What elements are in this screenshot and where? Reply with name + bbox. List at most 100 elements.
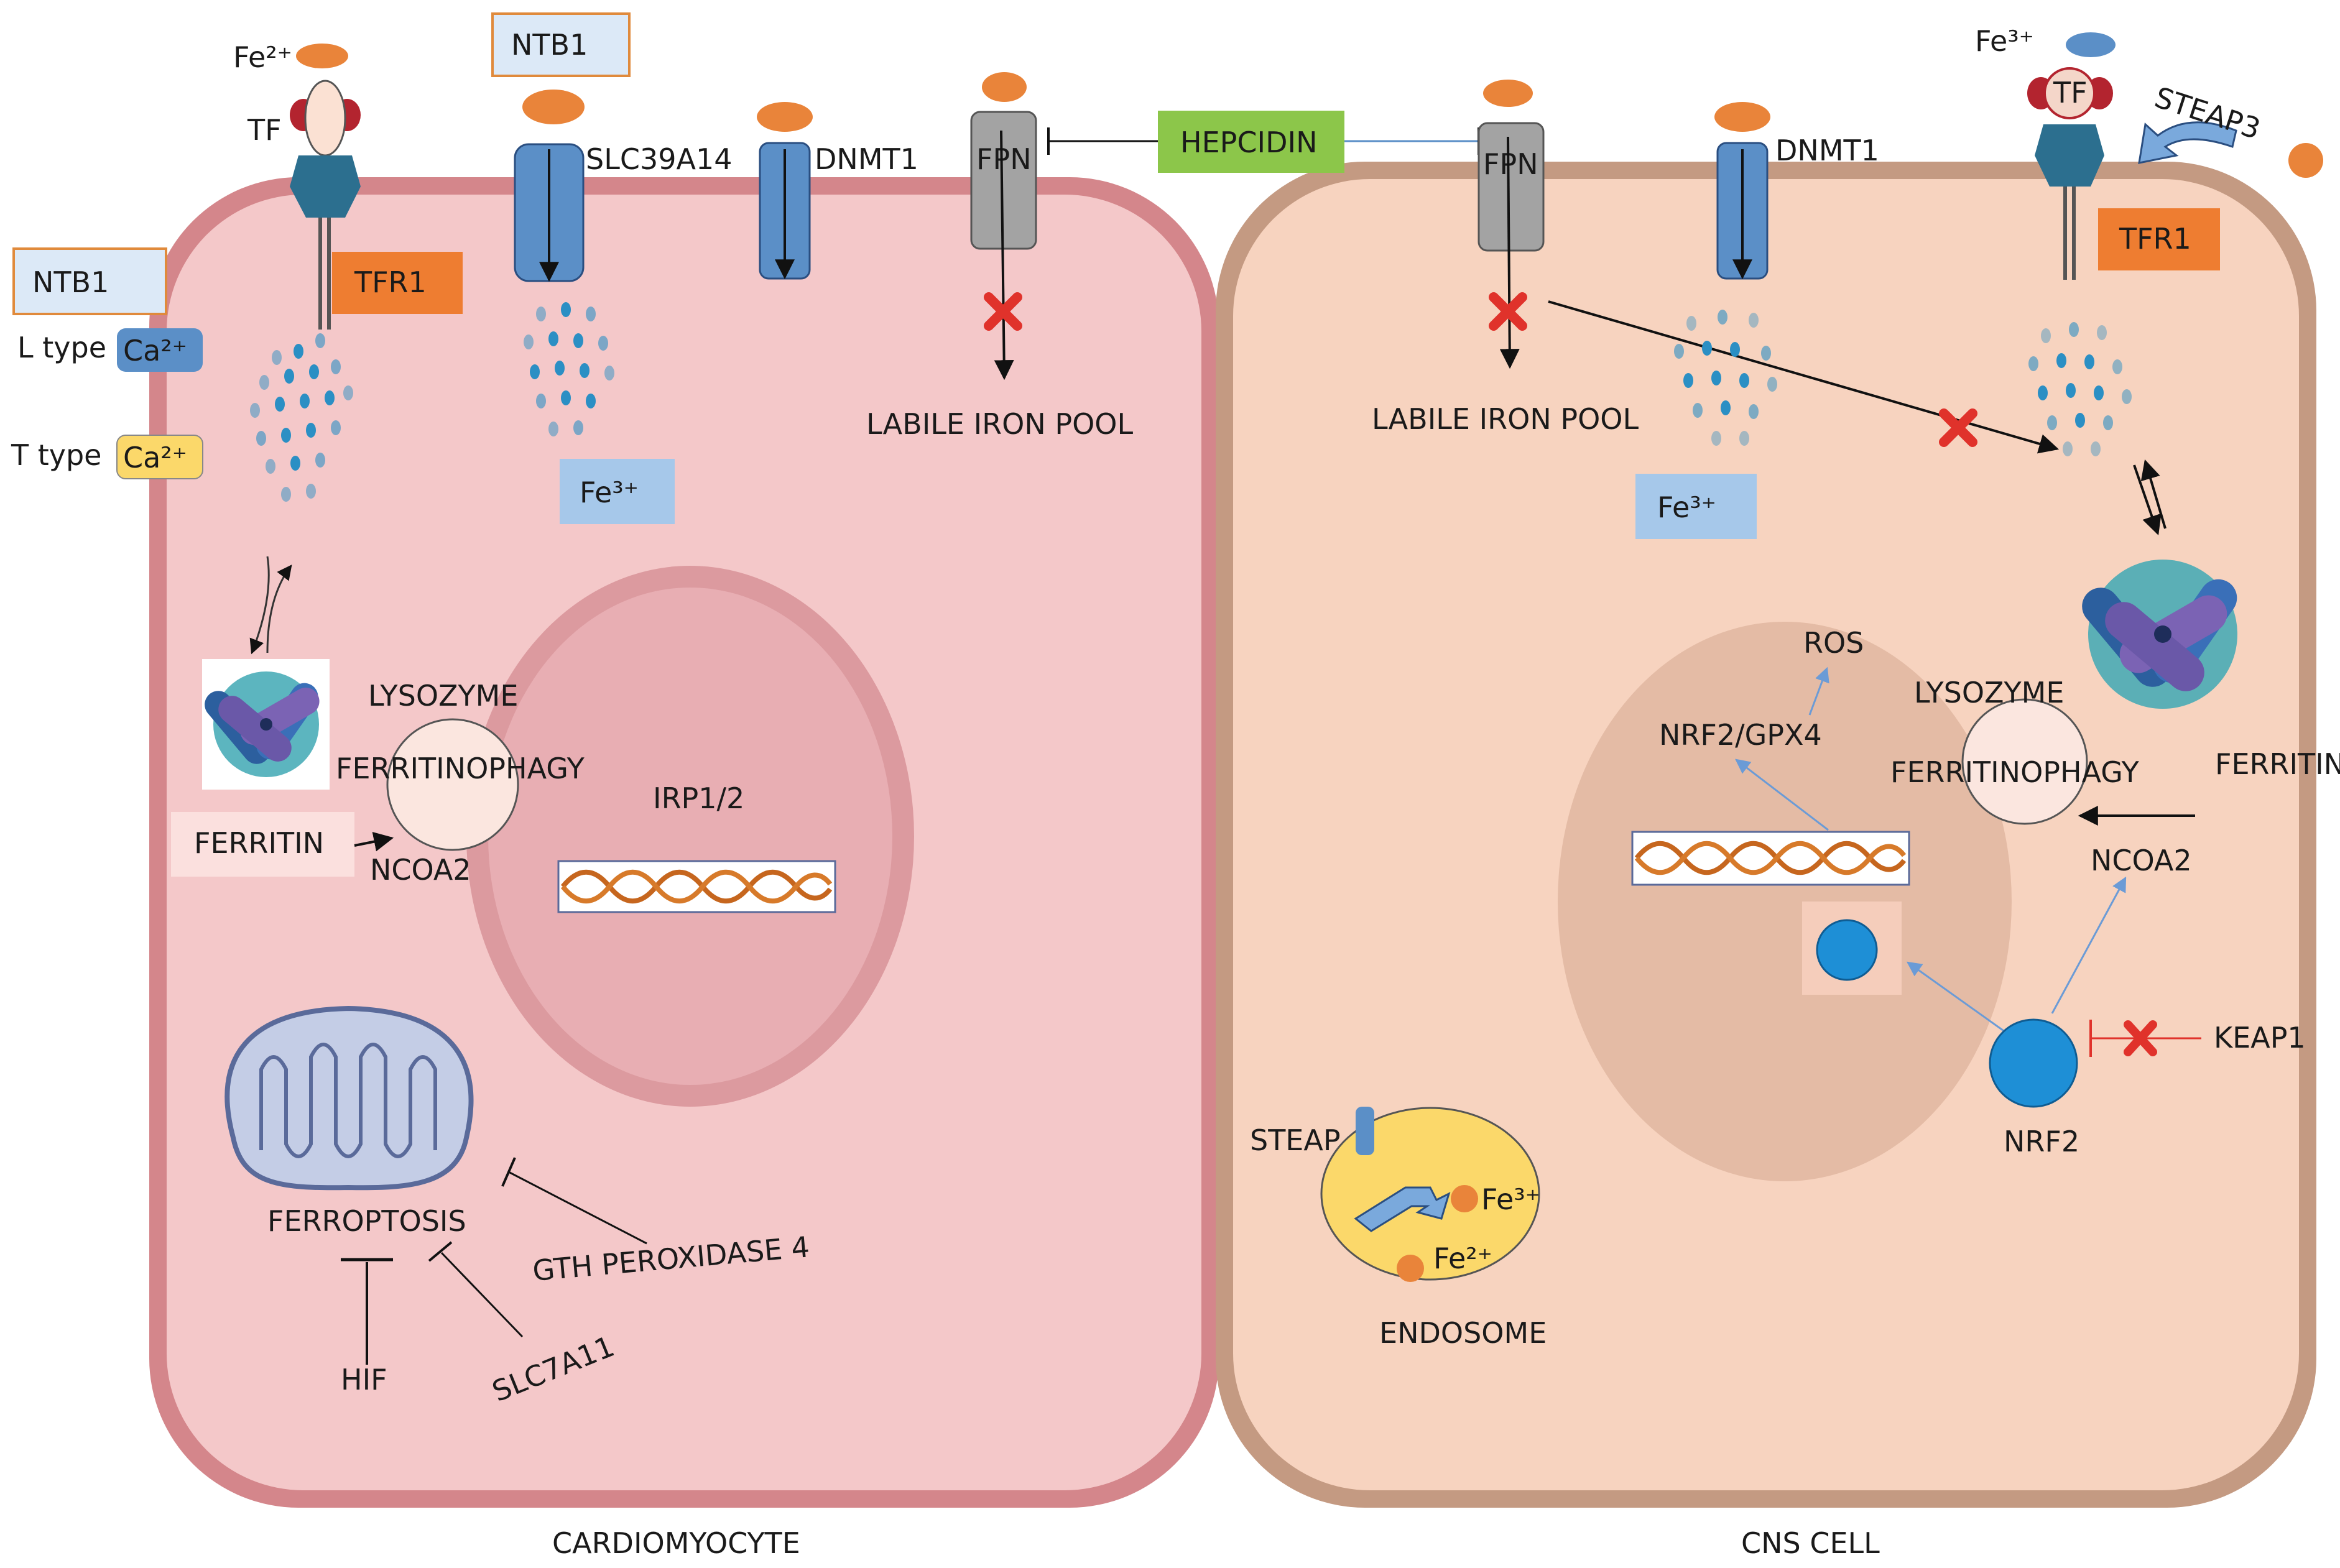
ca-t-channel bbox=[116, 435, 203, 479]
labile-to-pool-arrow bbox=[1548, 300, 2060, 454]
hepcidin-label: HEPCIDIN bbox=[1180, 126, 1317, 159]
ntb1-box bbox=[491, 12, 631, 77]
block-x-icon bbox=[984, 292, 1022, 331]
endocytosis-arrow-return bbox=[266, 565, 292, 653]
dna-box-right bbox=[1631, 831, 1910, 886]
tfr1-box bbox=[332, 252, 463, 314]
fpn-right: FPN LABILE IRON POOL bbox=[1372, 80, 2060, 454]
fe2-endo-label: Fe²⁺ bbox=[1433, 1242, 1492, 1275]
steap-label: STEAP bbox=[1250, 1123, 1341, 1157]
tfr1-receptor-right: Fe³⁺ TF TFR1 STEAP3 bbox=[1975, 24, 2323, 280]
iron-ion bbox=[982, 72, 1027, 102]
slc39a14-channel: SLC39A14 bbox=[514, 90, 732, 282]
dna-box-left bbox=[557, 860, 836, 913]
iron-ion bbox=[757, 102, 813, 132]
fe3-endo-label: Fe³⁺ bbox=[1481, 1183, 1540, 1216]
lysozyme-left-label: LYSOZYME bbox=[368, 679, 518, 713]
tf-right-label: TF bbox=[2053, 76, 2088, 109]
ros-label: ROS bbox=[1803, 626, 1864, 660]
irp-label: IRP1/2 bbox=[653, 782, 744, 815]
ncoa2-left-label: NCOA2 bbox=[370, 853, 471, 887]
ferritin-complex-left bbox=[202, 659, 330, 790]
slc39a14-label: SLC39A14 bbox=[586, 142, 732, 176]
ntb1-top: NTB1 bbox=[491, 12, 631, 77]
nrf2-pathway: ROS NRF2/GPX4 NRF2 KEAP1 bbox=[1631, 626, 2306, 1158]
tf-protein-right bbox=[2043, 67, 2096, 119]
labile-pool-right-label: LABILE IRON POOL bbox=[1372, 402, 1639, 436]
nrf2-label: NRF2 bbox=[2004, 1125, 2079, 1158]
steap-arrow bbox=[1354, 1186, 1451, 1232]
hepcidin-box bbox=[1158, 111, 1344, 173]
calcium-channels: NTB1 L type Ca²⁺ T type Ca²⁺ bbox=[11, 247, 203, 479]
steap-channel bbox=[1356, 1107, 1374, 1155]
ferritinophagy-right: LYSOZYME FERRITINOPHAGY NCOA2 bbox=[1890, 676, 2195, 877]
fpn-right-body bbox=[1478, 122, 1545, 252]
ferritin-right-label: FERRITIN bbox=[2215, 747, 2340, 781]
nrf2-icon bbox=[1989, 1018, 2078, 1108]
ca-t-label: Ca²⁺ bbox=[123, 441, 187, 474]
keap1-label: KEAP1 bbox=[2214, 1021, 2306, 1054]
iron-ion bbox=[522, 90, 585, 124]
ntb1-label: NTB1 bbox=[511, 28, 588, 62]
tfr1-right-box bbox=[2098, 208, 2220, 270]
ferroptosis-label: FERROPTOSIS bbox=[267, 1204, 466, 1238]
cardiomyocyte-label: CARDIOMYOCYTE bbox=[552, 1526, 800, 1560]
hif-label: HIF bbox=[341, 1363, 387, 1396]
fe3-top-label: Fe³⁺ bbox=[1975, 24, 2034, 58]
ncoa2-right-label: NCOA2 bbox=[2091, 844, 2192, 877]
block-x-icon bbox=[1939, 408, 1977, 447]
fe3-box-right-label: Fe³⁺ bbox=[1657, 491, 1716, 524]
block-x-icon bbox=[2124, 1020, 2157, 1056]
fpn-left-body bbox=[970, 111, 1037, 250]
mitochondrion bbox=[224, 1005, 474, 1191]
nrf2-gpx4-label: NRF2/GPX4 bbox=[1659, 718, 1822, 752]
fe2-ion-top bbox=[296, 44, 348, 68]
tfr1-right-head bbox=[2035, 124, 2104, 187]
ca-l-label: Ca²⁺ bbox=[123, 334, 187, 367]
cardio-nucleus bbox=[488, 588, 892, 1085]
iron-ion bbox=[1483, 80, 1533, 107]
iron-ion bbox=[1714, 102, 1770, 132]
labile-pool-left-label: LABILE IRON POOL bbox=[866, 407, 1134, 441]
fe2-label: Fe²⁺ bbox=[233, 40, 292, 74]
irp-dna-left: IRP1/2 bbox=[557, 782, 836, 913]
iron-dot-cluster-slc bbox=[524, 302, 614, 436]
fpn-right-arrow bbox=[1499, 136, 1520, 369]
tfr1-receptor-left: Fe²⁺ TF TFR1 bbox=[233, 40, 463, 330]
endosome: STEAP Fe³⁺ Fe²⁺ ENDOSOME bbox=[1250, 1107, 1547, 1350]
fpn-right-label: FPN bbox=[1483, 147, 1538, 181]
endocytosis-arrow bbox=[249, 556, 270, 655]
lysozyme-right-label: LYSOZYME bbox=[1914, 676, 2064, 709]
tfr1-stalk bbox=[318, 218, 322, 330]
fpn-left-arrow bbox=[994, 130, 1014, 380]
dnmt1-left-channel: DNMT1 bbox=[757, 102, 918, 280]
iron-dot-cluster-left bbox=[250, 333, 353, 502]
nrf2-nuclear-icon bbox=[1816, 919, 1878, 981]
ntb1-box-left bbox=[12, 247, 167, 315]
tf-label: TF bbox=[247, 113, 282, 147]
fe3-ion-top bbox=[2066, 32, 2116, 57]
ferritinophagy-left-label: FERRITINOPHAGY bbox=[336, 752, 585, 785]
fe3-box-left-label: Fe³⁺ bbox=[580, 476, 639, 509]
ferritin-complex-right bbox=[2082, 560, 2237, 709]
tfr1-right-label: TFR1 bbox=[2119, 222, 2191, 256]
fpn-left: FPN LABILE IRON POOL bbox=[866, 72, 1134, 441]
fe3-box-left: Fe³⁺ bbox=[560, 459, 675, 524]
fe3-box-right: Fe³⁺ bbox=[1635, 474, 1757, 539]
iron-dot-cluster-tfr-right bbox=[2028, 322, 2132, 456]
ferritinophagy-left: LYSOZYME FERRITINOPHAGY FERRITIN NCOA2 bbox=[171, 679, 585, 887]
tfr1-head bbox=[290, 155, 361, 218]
endosome-label: ENDOSOME bbox=[1379, 1316, 1547, 1350]
cns-cell-label: CNS CELL bbox=[1741, 1526, 1880, 1560]
iron-ion bbox=[2288, 143, 2323, 178]
cns-nucleus bbox=[1558, 622, 2012, 1181]
fpn-left-label: FPN bbox=[976, 142, 1032, 176]
ferritinophagy-right-label: FERRITINOPHAGY bbox=[1890, 755, 2140, 789]
ferritinophagy-lysosome-left bbox=[386, 718, 519, 851]
tf-protein bbox=[304, 80, 346, 157]
ca-l-channel bbox=[117, 328, 203, 372]
t-type-label: T type bbox=[11, 438, 101, 472]
hepcidin: HEPCIDIN bbox=[1047, 111, 1480, 173]
